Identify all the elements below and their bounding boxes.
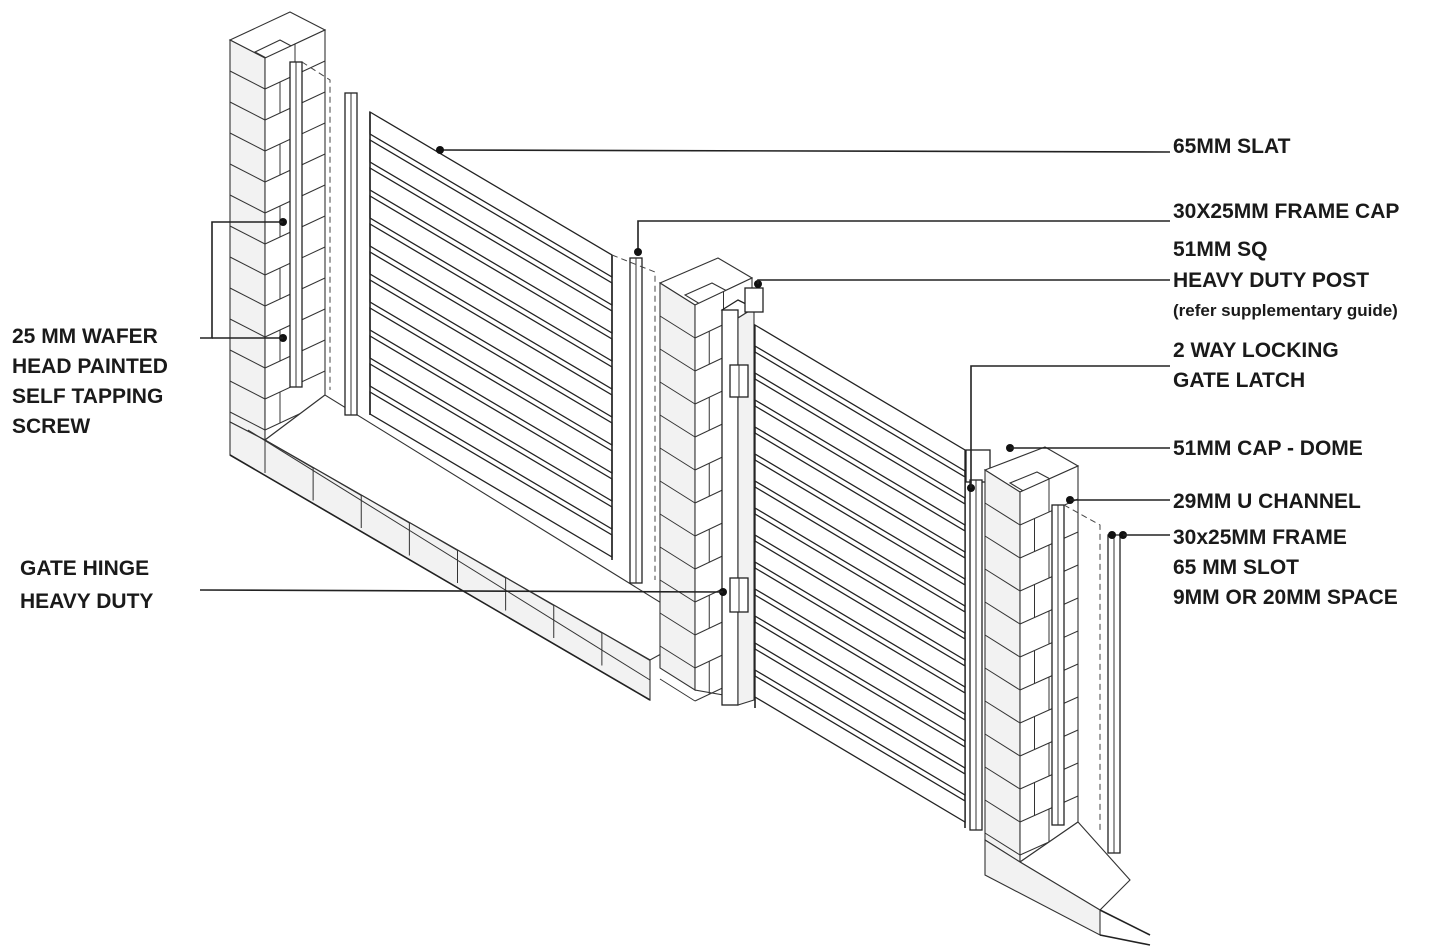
brick-course	[659, 678, 696, 702]
brick-course	[659, 381, 696, 405]
right-base-wall	[984, 821, 1151, 946]
right-panel-frame	[1107, 534, 1121, 854]
base-brick	[553, 604, 603, 634]
brick-course	[659, 447, 696, 471]
label-cap-dome: 51MM CAP - DOME	[1173, 437, 1363, 460]
brick-course	[229, 132, 266, 152]
label-post-line2: HEAVY DUTY POST	[1173, 269, 1369, 292]
gate-slat	[754, 431, 966, 581]
brick-course	[984, 799, 1021, 823]
left-u-channel	[289, 61, 303, 388]
gate-slat	[754, 620, 966, 770]
frame-dot-a	[1108, 531, 1116, 539]
gate-slat	[754, 674, 966, 824]
base-brick	[264, 439, 314, 469]
brick-course	[659, 546, 696, 570]
gate-slat	[754, 350, 966, 500]
base-brick	[409, 522, 458, 551]
brick-course	[229, 287, 266, 307]
left-base-wall	[229, 394, 707, 701]
left-panel-frame	[344, 92, 358, 416]
label-screw-line4: SCREW	[12, 415, 90, 438]
brick-course	[659, 480, 696, 504]
label-u-channel: 29MM U CHANNEL	[1173, 490, 1361, 513]
label-hinge-line2: HEAVY DUTY	[20, 590, 153, 613]
gate-slats	[754, 323, 966, 824]
brick-course	[659, 414, 696, 438]
right-u-channel	[1051, 504, 1065, 826]
label-screw-line2: HEAD PAINTED	[12, 355, 168, 378]
label-slat: 65MM SLAT	[1173, 135, 1291, 158]
brick-course	[659, 645, 696, 669]
gate-slat	[754, 485, 966, 635]
left-panel-end-frame	[611, 254, 656, 584]
label-hinge-line1: GATE HINGE	[20, 557, 149, 580]
brick-course	[659, 579, 696, 603]
gate-slat	[754, 323, 966, 473]
brick-course	[659, 513, 696, 537]
brick-course	[229, 380, 266, 400]
base-brick	[457, 549, 506, 579]
gate-latch	[965, 449, 991, 831]
label-screw-line1: 25 MM WAFER	[12, 325, 158, 348]
gate-slat	[754, 458, 966, 608]
brick-course	[229, 225, 266, 245]
brick-course	[229, 318, 266, 338]
base-brick	[601, 632, 651, 661]
brick-course	[984, 535, 1021, 559]
brick-course	[984, 568, 1021, 592]
brick-course	[984, 502, 1021, 526]
base-brick	[247, 429, 651, 681]
label-screw-line3: SELF TAPPING	[12, 385, 163, 408]
brick-course	[229, 411, 266, 431]
gate-slat	[754, 566, 966, 716]
brick-course	[984, 832, 1021, 856]
brick-course	[229, 349, 266, 369]
left-fence-slats	[369, 110, 613, 559]
label-post-line3: (refer supplementary guide)	[1173, 301, 1398, 320]
brick-course	[984, 667, 1021, 691]
gate-slat	[754, 593, 966, 743]
base-brick	[360, 494, 410, 524]
brick-course	[659, 315, 696, 339]
label-post-line1: 51MM SQ	[1173, 238, 1268, 261]
gate-slat	[754, 377, 966, 527]
brick-course	[659, 612, 696, 636]
right-brick-pier	[983, 446, 1080, 864]
base-brick	[312, 467, 362, 496]
gate-hinge-bottom	[729, 577, 749, 613]
gate-hinge-top	[729, 364, 749, 398]
brick-course	[229, 256, 266, 276]
brick-course	[984, 601, 1021, 625]
label-frame-line2: 65 MM SLOT	[1173, 556, 1299, 579]
leader-lines	[199, 146, 1171, 593]
brick-course	[984, 700, 1021, 724]
brick-course	[229, 163, 266, 183]
gate-slat	[754, 647, 966, 797]
brick-course	[229, 70, 266, 90]
brick-course	[229, 101, 266, 121]
gate-slat	[754, 539, 966, 689]
gate-slat	[754, 404, 966, 554]
label-frame-cap: 30X25MM FRAME CAP	[1173, 200, 1399, 223]
label-frame-line1: 30x25MM FRAME	[1173, 526, 1347, 549]
left-brick-pier	[228, 11, 327, 442]
label-latch-line1: 2 WAY LOCKING	[1173, 339, 1339, 362]
brick-course	[984, 733, 1021, 757]
gate-slat	[754, 512, 966, 662]
brick-course	[984, 634, 1021, 658]
brick-course	[229, 194, 266, 214]
label-frame-line3: 9MM OR 20MM SPACE	[1173, 586, 1398, 609]
brick-course	[984, 766, 1021, 790]
brick-course	[659, 348, 696, 372]
label-latch-line2: GATE LATCH	[1173, 369, 1305, 392]
